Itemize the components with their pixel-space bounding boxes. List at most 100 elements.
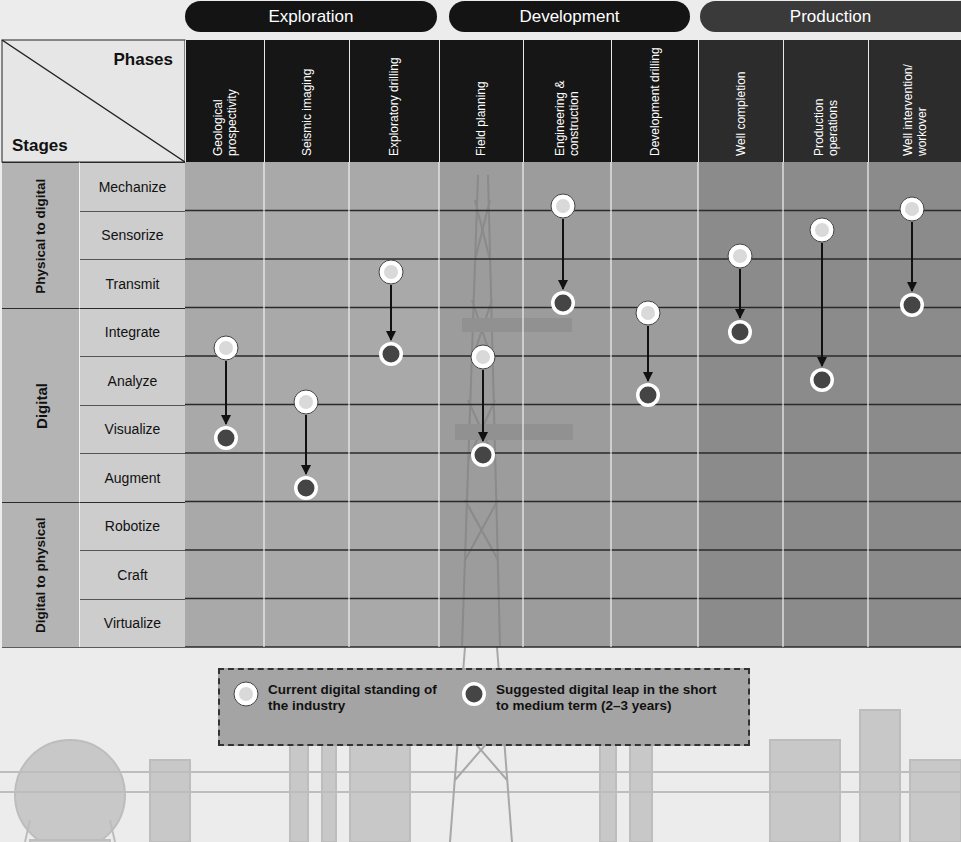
phase-group-pill: Development <box>449 1 690 32</box>
row-axis-title: Stages <box>12 136 68 156</box>
suggested-leap-markers <box>214 291 924 500</box>
current-standing-markers-part-part <box>476 350 490 364</box>
rig-illustration <box>455 175 573 647</box>
refinery-illustration-part <box>630 730 652 842</box>
refinery-illustration-part <box>25 820 30 842</box>
row-lines-part <box>185 258 961 260</box>
column-axis-title: Phases <box>113 50 173 70</box>
phase-header-cell-text: Production operations <box>813 46 841 156</box>
matrix-cells <box>185 162 961 647</box>
suggested-leap-markers-part-part <box>298 480 315 497</box>
suggested-leap-markers-part-part <box>475 447 492 464</box>
stage-label-cell-text: Integrate <box>105 324 160 340</box>
suggested-leap-markers-part-part <box>732 324 749 341</box>
phase-header-cell: Seismic imaging <box>264 40 349 162</box>
legend-swatch-ring <box>234 682 258 706</box>
current-standing-markers-part <box>636 301 660 325</box>
stage-label-cell: Augment <box>80 453 185 502</box>
phase-header-cell: Geological prospectivity <box>185 40 264 162</box>
suggested-leap-markers-part-part <box>904 297 921 314</box>
suggested-leap-markers-part-part <box>218 430 235 447</box>
suggested-leap-markers-part <box>728 320 752 344</box>
column-lines-part <box>263 162 264 647</box>
phase-header-cell: Exploratory drilling <box>349 40 439 162</box>
row-lines-part <box>185 452 961 454</box>
current-standing-markers-part-part <box>294 390 318 414</box>
refinery-illustration-part <box>860 710 900 842</box>
row-lines <box>2 211 961 648</box>
current-standing-markers-part-part <box>810 218 834 242</box>
suggested-leap-markers-part <box>214 426 238 450</box>
row-lines-part <box>185 549 961 551</box>
suggested-leap-markers-part-part <box>294 476 318 500</box>
suggested-leap-markers-part-part <box>471 443 495 467</box>
phase-header-cell: Development drilling <box>611 40 698 162</box>
suggested-leap-markers-part <box>471 443 495 467</box>
phase-header-cell: Field planning <box>439 40 523 162</box>
current-standing-markers-part-part <box>214 336 238 360</box>
stage-group-band-text: Digital to physical <box>33 509 49 643</box>
current-standing-markers-part-part <box>299 395 313 409</box>
suggested-leap-markers-part-part <box>728 320 752 344</box>
current-standing-markers-part-part <box>551 194 575 218</box>
current-standing-markers-part-part <box>379 260 403 284</box>
stage-label-cell-text: Robotize <box>105 518 160 534</box>
stage-label-cell-text: Analyze <box>108 373 158 389</box>
row-lines-part <box>185 501 961 503</box>
rig-illustration-part <box>465 500 498 560</box>
suggested-leap-markers-part-part <box>814 372 831 389</box>
suggested-leap-markers-part-part <box>551 291 575 315</box>
current-standing-markers-part <box>810 218 834 242</box>
current-standing-markers-part <box>471 345 495 369</box>
stage-label-cell: Mechanize <box>80 162 185 211</box>
current-standing-markers-part <box>728 244 752 268</box>
stage-group-band-text: Physical to digital <box>33 169 49 303</box>
stage-label-cell: Visualize <box>80 405 185 454</box>
stage-label-cell-text: Sensorize <box>101 227 163 243</box>
phase-group-pill-text: Development <box>519 7 619 27</box>
column-lines-part <box>867 162 868 647</box>
suggested-leap-markers-part-part <box>383 346 400 363</box>
stage-label-cell-text: Transmit <box>106 276 160 292</box>
current-standing-markers-part <box>294 390 318 414</box>
current-standing-markers-part-part <box>900 197 924 221</box>
suggested-leap-markers-part-part <box>379 342 403 366</box>
leap-arrows <box>226 219 912 474</box>
legend-swatch-core <box>466 686 483 703</box>
rig-illustration-part <box>475 200 490 260</box>
suggested-leap-markers-part <box>636 383 660 407</box>
leap-arrows-part <box>647 326 649 381</box>
stage-label-cell: Craft <box>80 550 185 599</box>
current-standing-markers-part-part <box>815 223 829 237</box>
phase-group-pill: Exploration <box>185 1 437 32</box>
suggested-leap-markers-part-part <box>810 368 834 392</box>
phase-header-cell: Well intervention/ workover <box>868 40 961 162</box>
refinery-illustration-part <box>350 745 410 842</box>
current-standing-markers-part-part <box>728 244 752 268</box>
phase-header-cell: Engineering & construction <box>523 40 611 162</box>
current-standing-markers-part <box>379 260 403 284</box>
suggested-leap-markers-part-part <box>636 383 660 407</box>
current-standing-markers-part-part <box>219 341 233 355</box>
rig-illustration-part <box>462 318 572 332</box>
column-lines-part <box>348 162 349 647</box>
current-standing-markers-part <box>900 197 924 221</box>
corner-cell-ground <box>2 40 185 162</box>
leap-arrows-part <box>225 361 227 424</box>
leap-arrows-part <box>821 243 823 366</box>
leap-arrows-part <box>390 285 392 340</box>
refinery-illustration-part <box>0 791 961 793</box>
leap-arrows-part <box>562 219 564 289</box>
stage-group-band: Physical to digital <box>2 162 80 308</box>
suggested-leap-markers-part <box>294 476 318 500</box>
stage-label-cell-text: Craft <box>117 567 147 583</box>
column-lines-part <box>610 162 611 647</box>
phase-header-cell-text: Field planning <box>475 46 489 156</box>
legend-text: Current digital standing of the industry <box>268 682 442 714</box>
phase-group-pill-text: Exploration <box>268 7 353 27</box>
column-lines-part <box>697 162 698 647</box>
current-standing-markers-part-part <box>733 249 747 263</box>
legend-swatch <box>232 680 260 708</box>
